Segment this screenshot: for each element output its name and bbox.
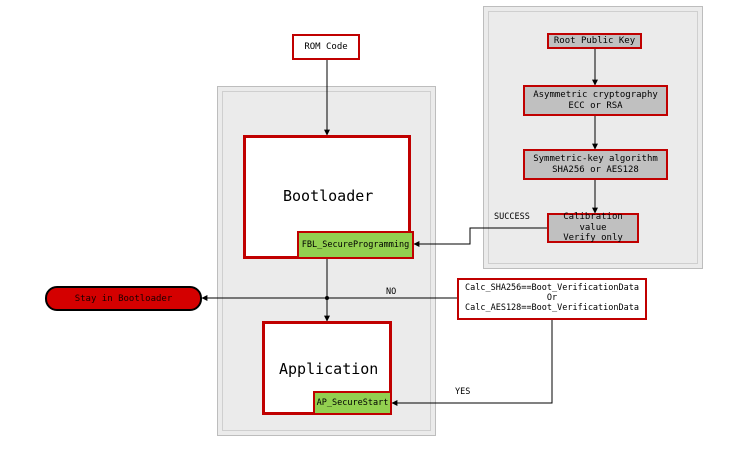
ap-secure-start-box: AP_SecureStart [313,391,392,415]
verification-check-label: Calc_SHA256==Boot_VerificationData Or Ca… [465,283,639,313]
fbl-secure-programming-label: FBL_SecureProgramming [301,239,410,250]
root-public-key-box: Root Public Key [547,33,642,49]
edge-label-yes: YES [455,387,471,397]
ap-secure-start-label: AP_SecureStart [316,397,389,408]
calibration-value-label: Calibration value Verify only [563,211,623,244]
bootloader-title: Bootloader [283,187,374,205]
verification-check-box: Calc_SHA256==Boot_VerificationData Or Ca… [457,278,647,320]
junction-dot [325,296,329,300]
stay-in-bootloader-terminal: Stay in Bootloader [45,286,202,311]
key-chain-panel [483,6,703,269]
rom-code-box: ROM Code [292,34,360,60]
fbl-secure-programming-box: FBL_SecureProgramming [297,231,414,259]
edge-yes [391,320,553,406]
root-public-key-label: Root Public Key [553,35,636,46]
stay-in-bootloader-label: Stay in Bootloader [74,293,173,304]
edge-label-success: SUCCESS [494,212,530,222]
edge-success [413,227,547,247]
rom-code-label: ROM Code [304,41,348,52]
asymmetric-crypto-box: Asymmetric cryptography ECC or RSA [523,85,668,116]
asymmetric-crypto-label: Asymmetric cryptography ECC or RSA [533,89,658,111]
symmetric-key-box: Symmetric-key algorithm SHA256 or AES128 [523,149,668,180]
symmetric-key-label: Symmetric-key algorithm SHA256 or AES128 [533,153,658,175]
application-title: Application [279,360,379,378]
edge-label-no: NO [386,287,397,297]
calibration-value-box: Calibration value Verify only [547,211,639,244]
